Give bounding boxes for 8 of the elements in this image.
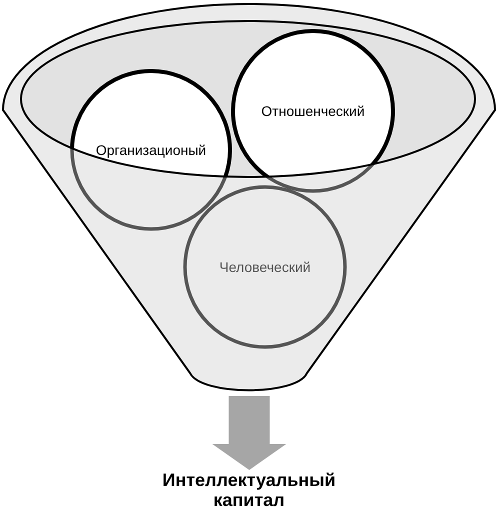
circle-label: Отношенческий bbox=[261, 103, 365, 119]
circle-node bbox=[69, 68, 233, 232]
circle-label: Организационый bbox=[96, 142, 206, 158]
block-arrow bbox=[212, 396, 286, 470]
circle-node bbox=[230, 28, 396, 194]
circle-node bbox=[182, 184, 348, 350]
result-label: Интеллектуальный капитал bbox=[162, 470, 336, 510]
circle-label: Человеческий bbox=[219, 259, 311, 275]
